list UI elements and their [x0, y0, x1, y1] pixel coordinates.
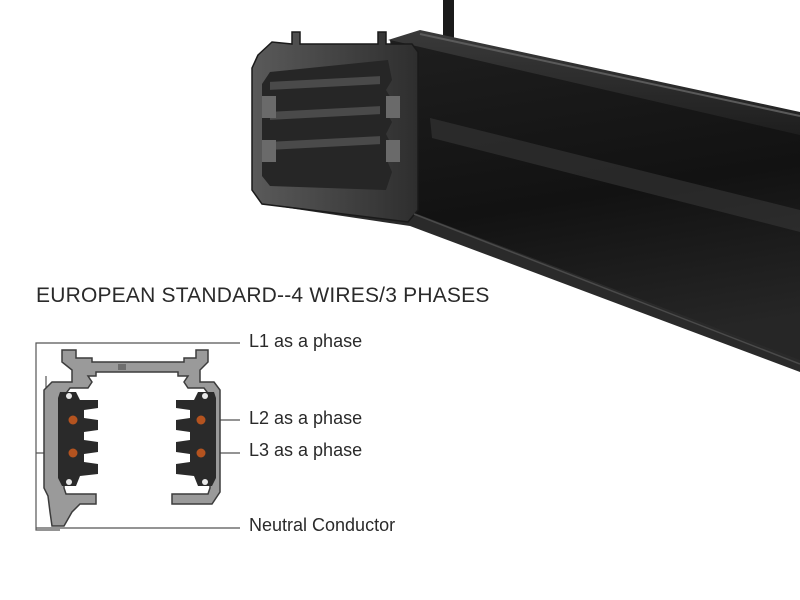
leader-l1	[35, 342, 240, 531]
rail-end-cavity	[262, 60, 392, 190]
conductor-l3-right	[196, 448, 206, 458]
rail-side-face	[390, 40, 800, 370]
conductor-l3-left	[68, 448, 78, 458]
conductor-l2-right	[196, 415, 206, 425]
label-l3-phase: L3 as a phase	[249, 440, 363, 460]
left-insulator	[58, 392, 98, 486]
right-insulator	[176, 392, 216, 486]
label-l1-phase: L1 as a phase	[249, 331, 363, 351]
diagram-heading: EUROPEAN STANDARD--4 WIRES/3 PHASES	[36, 284, 490, 307]
suspension-rod	[443, 0, 454, 40]
rail-highlight	[430, 118, 800, 232]
label-neutral-conductor: Neutral Conductor	[249, 515, 396, 535]
rail-cross-section	[43, 349, 221, 527]
rail-3d	[251, 0, 800, 372]
profile-outline	[43, 349, 221, 527]
conductor-l2-left	[68, 415, 78, 425]
label-l2-phase: L2 as a phase	[249, 408, 363, 428]
